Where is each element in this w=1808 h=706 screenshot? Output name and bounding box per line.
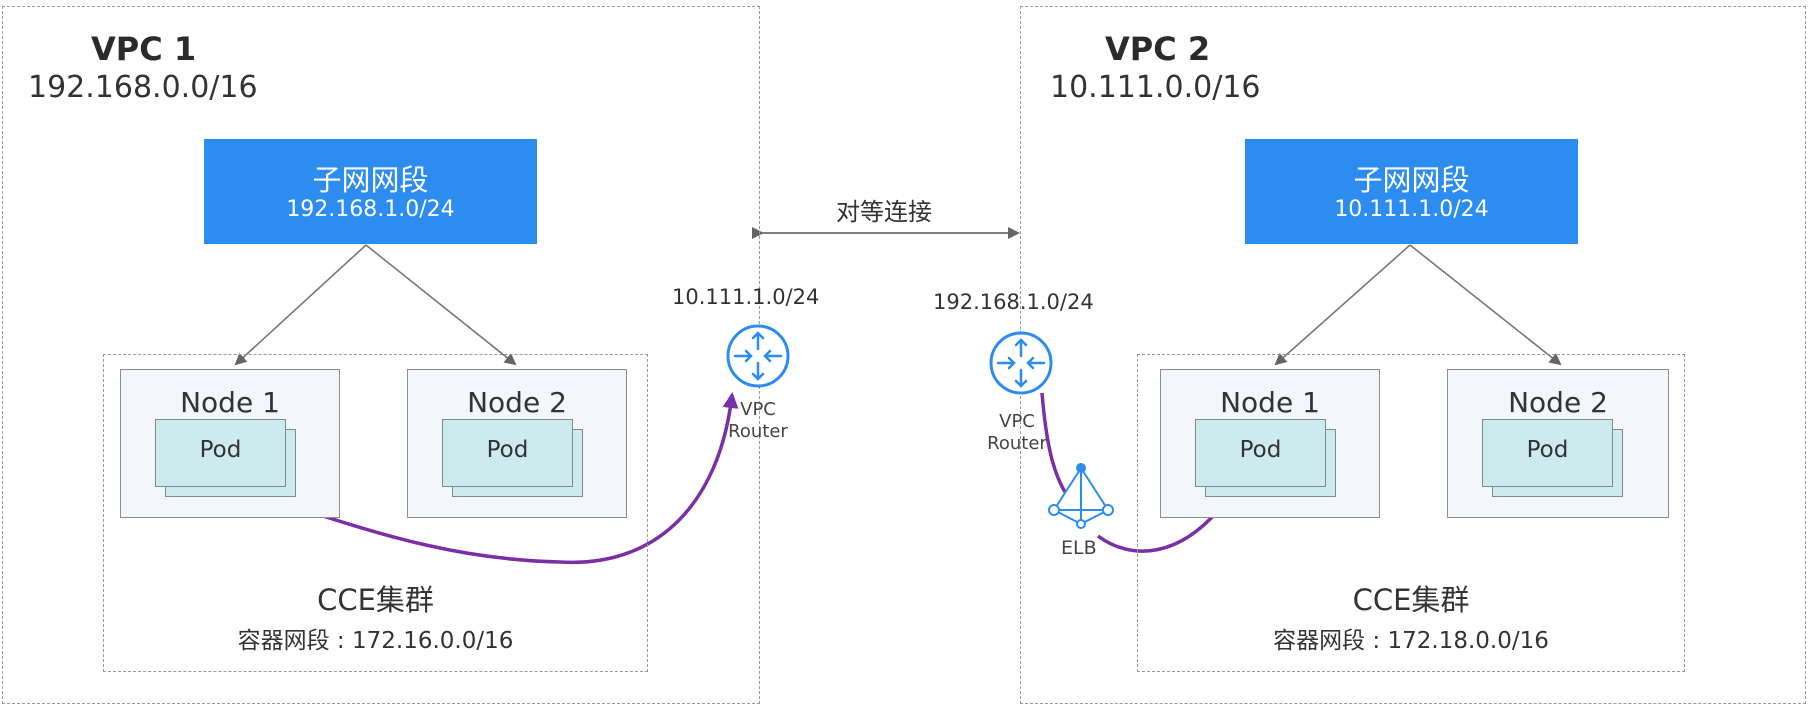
- vpc-2-node-2-pod: Pod: [1482, 419, 1613, 487]
- vpc-1-cce-cluster: CCE集群 容器网段 : 172.16.0.0/16: [103, 354, 648, 672]
- router-icon: [989, 331, 1053, 395]
- vpc-2-router-label-line1: VPC: [999, 411, 1035, 432]
- vpc-2-router-label: VPC Router: [975, 411, 1059, 455]
- vpc-1-router-label-line2: Router: [728, 421, 788, 442]
- vpc-2-subnet-box: 子网网段 10.111.1.0/24: [1245, 139, 1578, 244]
- vpc-1-cidr: 192.168.0.0/16: [28, 70, 258, 105]
- vpc-1-node-1-pod-label: Pod: [199, 437, 242, 463]
- vpc-2-cidr: 10.111.0.0/16: [1050, 70, 1261, 105]
- vpc-2-subnet-title: 子网网段: [1353, 163, 1470, 197]
- vpc-2-node-1-pod: Pod: [1195, 419, 1326, 487]
- router-icon: [726, 324, 790, 388]
- vpc-2-router-route-cidr: 192.168.1.0/24: [933, 290, 1094, 314]
- vpc-1-node-2-pod: Pod: [442, 419, 573, 487]
- subnet-to-node1-line-vpc1: [234, 244, 367, 366]
- vpc-2-container-cidr: 容器网段 : 172.18.0.0/16: [1273, 628, 1549, 654]
- vpc-1-title: VPC 1: [91, 30, 197, 68]
- vpc-1-router-label-line1: VPC: [740, 399, 776, 420]
- vpc-1-subnet-title: 子网网段: [312, 163, 429, 197]
- vpc-1-node-1: Node 1 Pod: [120, 369, 340, 518]
- vpc-1-container-cidr: 容器网段 : 172.16.0.0/16: [237, 628, 514, 654]
- vpc-2-cluster-title: CCE集群: [1352, 583, 1470, 617]
- vpc-1-cluster-title: CCE集群: [317, 583, 434, 617]
- vpc-1-subnet-box: 子网网段 192.168.1.0/24: [204, 139, 537, 244]
- subnet-to-node1-line-vpc2: [1274, 244, 1411, 366]
- vpc-2-subnet-cidr: 10.111.1.0/24: [1334, 197, 1489, 222]
- vpc-1-node-1-pod: Pod: [155, 419, 286, 487]
- vpc-1-subnet-cidr: 192.168.1.0/24: [286, 197, 455, 222]
- vpc-1-router-route-cidr: 10.111.1.0/24: [672, 285, 820, 309]
- vpc-2-node-1-label: Node 1: [1220, 386, 1320, 419]
- elb-label: ELB: [1061, 537, 1097, 559]
- peering-connection-label: 对等连接: [836, 198, 932, 226]
- vpc-2-cce-cluster: CCE集群 容器网段 : 172.18.0.0/16: [1137, 354, 1685, 672]
- vpc-2-node-2-label: Node 2: [1508, 386, 1608, 419]
- vpc-1-node-2: Node 2 Pod: [407, 369, 627, 518]
- vpc-1-router-label: VPC Router: [716, 399, 800, 443]
- subnet-to-node2-line-vpc1: [365, 244, 517, 366]
- vpc-1-node-1-label: Node 1: [180, 386, 280, 419]
- vpc-2-node-1: Node 1 Pod: [1160, 369, 1380, 518]
- vpc-2-node-1-pod-label: Pod: [1239, 437, 1282, 463]
- subnet-to-node2-line-vpc2: [1409, 244, 1562, 366]
- vpc-1-node-2-pod-label: Pod: [486, 437, 529, 463]
- vpc-2-router-label-line2: Router: [987, 433, 1047, 454]
- load-balancer-icon: [1048, 463, 1114, 529]
- traffic-path-router-to-elb: [1040, 392, 1067, 493]
- vpc-1-node-2-label: Node 2: [467, 386, 567, 419]
- vpc-2-node-2: Node 2 Pod: [1447, 369, 1669, 518]
- traffic-path-elb-to-pod: [1096, 499, 1227, 553]
- vpc-2-node-2-pod-label: Pod: [1526, 437, 1569, 463]
- vpc-2-title: VPC 2: [1105, 30, 1211, 68]
- traffic-path-vpc1: [275, 392, 739, 565]
